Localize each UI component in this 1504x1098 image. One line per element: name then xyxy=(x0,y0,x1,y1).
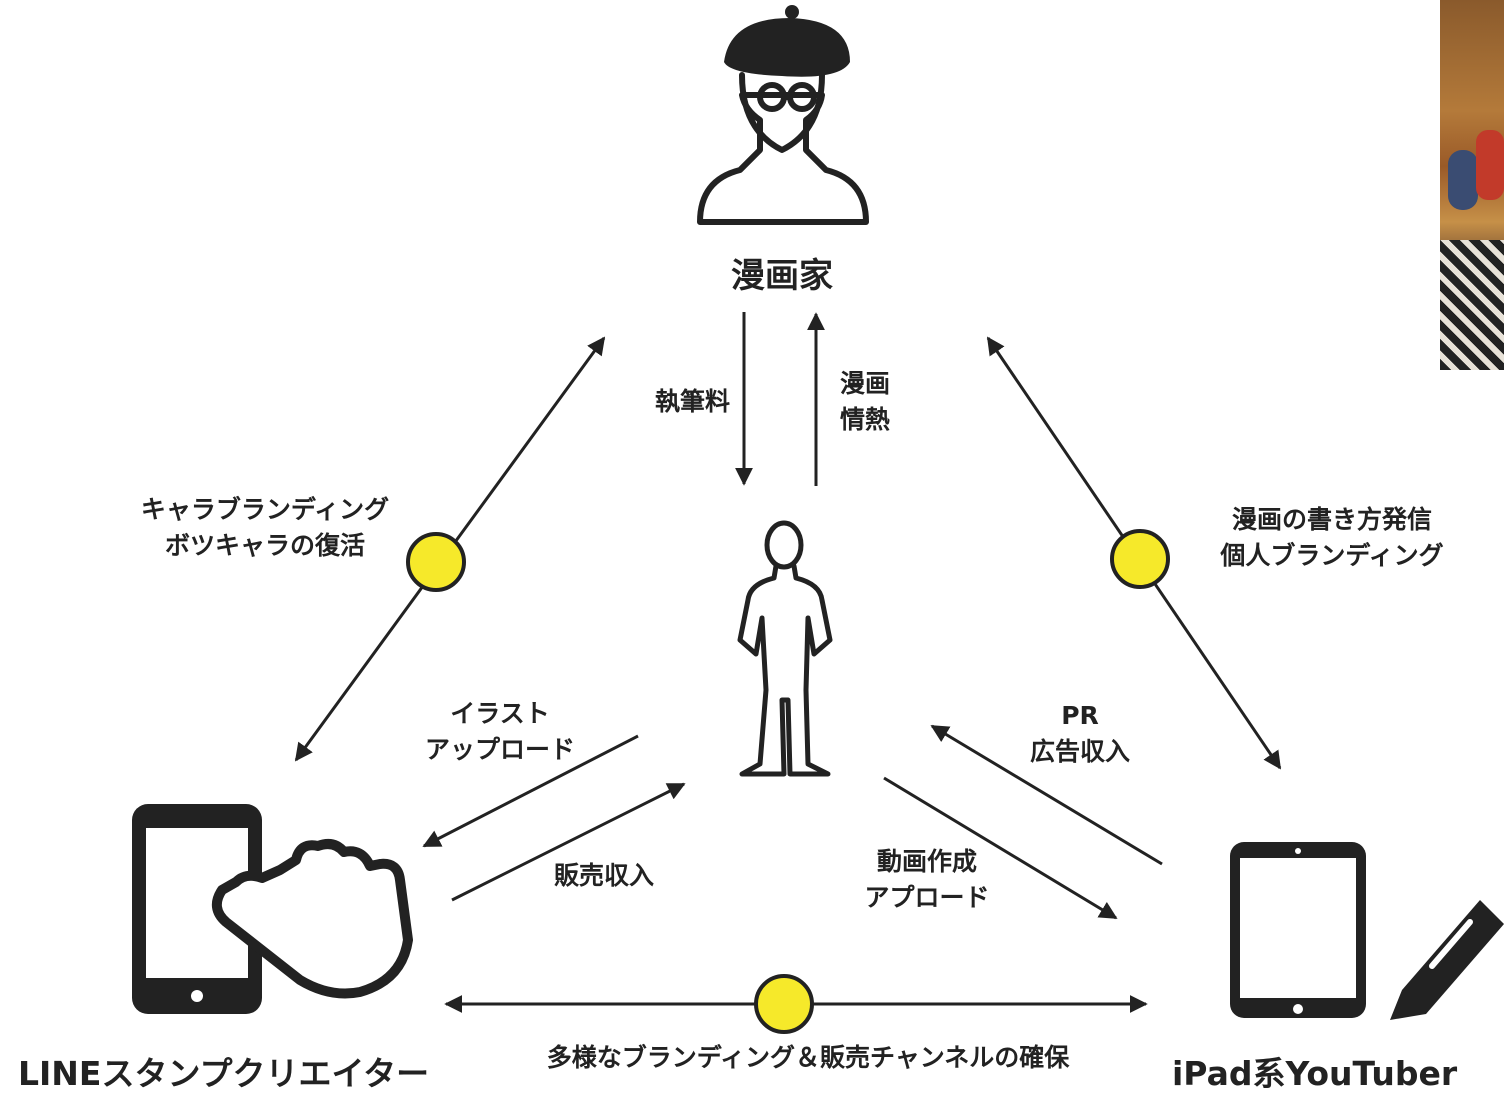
manga-artist-icon xyxy=(697,72,869,225)
photo-pattern xyxy=(1440,240,1504,370)
person-silhouette-icon xyxy=(737,520,833,777)
node-label-ipad-youtuber: iPad系YouTuber xyxy=(1172,1054,1458,1093)
flow-arrow-from-line xyxy=(451,782,686,902)
beret-icon xyxy=(724,18,850,77)
node-label-line-creator: LINEスタンプクリエイター xyxy=(18,1054,430,1093)
flow-label-pr: PR 広告収入 xyxy=(1010,698,1150,771)
edge-label-top-left-line1: キャラブランディング xyxy=(140,495,390,524)
flow-label-passion-line2: 情熱 xyxy=(840,405,891,435)
flow-arrow-to-ipad xyxy=(883,776,1118,920)
photo-strip xyxy=(1440,0,1504,370)
flow-label-illustration-line2: アップロード xyxy=(424,735,575,765)
flow-label-sales: 販売収入 xyxy=(554,861,655,890)
flow-label-illustration-line1: イラスト xyxy=(450,699,550,728)
flow-label-pr-line1: PR xyxy=(1061,701,1099,730)
flow-label-pr-line2: 広告収入 xyxy=(1029,737,1130,767)
flow-arrow-from-ipad xyxy=(930,724,1163,866)
flow-label-video-line2: アプロード xyxy=(864,883,990,913)
flow-label-illustration: イラスト アップロード xyxy=(400,696,600,769)
smartphone-tap-icon xyxy=(132,804,413,1014)
flow-label-passion-line1: 漫画 xyxy=(840,369,891,398)
edge-dot-top-right xyxy=(1110,529,1170,589)
node-label-manga-artist: 漫画家 xyxy=(731,256,833,296)
flow-arrow-to-line xyxy=(422,734,639,848)
photo-figure-1 xyxy=(1448,150,1478,210)
flow-label-fee: 執筆料 xyxy=(654,387,730,416)
edge-label-top-left: キャラブランディング ボツキャラの復活 xyxy=(110,492,420,565)
beret-knob xyxy=(785,5,799,19)
tablet-pen-icon xyxy=(1230,842,1504,1020)
edge-label-top-right: 漫画の書き方発信 個人ブランディング xyxy=(1182,502,1482,575)
flow-label-passion: 漫画 情熱 xyxy=(840,366,890,439)
edge-label-top-right-line2: 個人ブランディング xyxy=(1220,541,1444,571)
photo-figure-2 xyxy=(1476,130,1504,200)
edge-label-top-right-line1: 漫画の書き方発信 xyxy=(1231,505,1432,534)
flow-label-video-line1: 動画作成 xyxy=(876,847,977,876)
edge-dot-top-left xyxy=(406,532,466,592)
flow-label-video: 動画作成 アプロード xyxy=(842,844,1012,917)
edge-dot-bottom xyxy=(754,974,814,1034)
edge-label-top-left-line2: ボツキャラの復活 xyxy=(164,531,365,561)
edge-label-bottom: 多様なブランディング＆販売チャンネルの確保 xyxy=(546,1043,1070,1072)
